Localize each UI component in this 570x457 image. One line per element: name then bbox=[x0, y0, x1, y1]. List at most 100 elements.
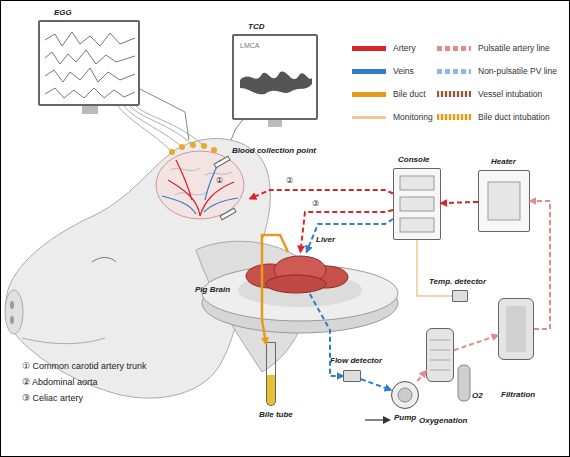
legend-label: Bile duct bbox=[393, 90, 426, 99]
heater-coil bbox=[488, 182, 520, 220]
flow-line bbox=[307, 219, 393, 252]
node-label: Filtration bbox=[501, 391, 535, 399]
flow-line bbox=[310, 294, 343, 376]
legend-label: Artery bbox=[393, 44, 416, 53]
egg-wave bbox=[45, 32, 135, 46]
bile-fill bbox=[267, 375, 275, 405]
heater-box: Heater bbox=[478, 170, 530, 232]
liver-organ: Liver bbox=[248, 252, 348, 294]
node-label: Heater bbox=[491, 158, 516, 166]
monitor-stand bbox=[268, 120, 282, 127]
pump-rotor bbox=[398, 388, 412, 402]
filter-core bbox=[506, 306, 526, 352]
callout-number: ① bbox=[216, 177, 223, 185]
key-entry: ① Common carotid artery trunk bbox=[22, 362, 147, 371]
flow-sensor: Flow detector bbox=[343, 370, 361, 382]
flow-arrow bbox=[365, 419, 383, 420]
console-body bbox=[393, 168, 441, 240]
brain-vein bbox=[162, 160, 238, 214]
legend-swatch bbox=[437, 91, 471, 97]
temp-sensor: Temp. detector bbox=[452, 290, 468, 302]
brain-sulci bbox=[170, 168, 232, 195]
electrode bbox=[211, 147, 217, 153]
console-box: Console bbox=[393, 168, 441, 240]
key-entry: ② Abdominal aorta bbox=[22, 378, 98, 387]
key-entry: ③ Celiac artery bbox=[22, 394, 83, 403]
legend-swatch bbox=[437, 69, 471, 74]
node-label: LMCA bbox=[240, 42, 259, 49]
eeg-wire bbox=[118, 106, 204, 152]
oxygenator-fibres bbox=[430, 340, 450, 370]
pig-nostril bbox=[10, 316, 14, 324]
node-label: Bile tube bbox=[259, 411, 293, 419]
monitor-stand bbox=[82, 106, 98, 114]
filter-body bbox=[498, 298, 534, 360]
legend-swatch bbox=[352, 46, 386, 51]
flow-line bbox=[250, 190, 393, 199]
brain bbox=[156, 151, 244, 219]
electrode bbox=[201, 143, 207, 149]
tcd-waveform bbox=[240, 71, 312, 94]
brain-region: Pig Brain bbox=[150, 140, 250, 300]
flow-line bbox=[530, 201, 550, 329]
flow-line bbox=[361, 379, 391, 390]
legend-label: Pulsatile artery line bbox=[478, 44, 550, 53]
callout-number: ③ bbox=[312, 200, 319, 208]
node-label: Liver bbox=[316, 236, 335, 244]
heater-body bbox=[478, 170, 530, 232]
pig-nostril bbox=[10, 301, 14, 309]
monitor-screen: TCDLMCA bbox=[232, 34, 318, 120]
egg-wave bbox=[45, 88, 135, 98]
callout-number: ② bbox=[286, 177, 293, 185]
liver-lobe bbox=[266, 275, 326, 293]
connectors bbox=[140, 89, 550, 390]
sensor-body bbox=[343, 370, 361, 382]
node-label: Temp. detector bbox=[429, 278, 486, 286]
legend-swatch bbox=[352, 92, 386, 97]
flow-line bbox=[454, 335, 498, 350]
annotation: Blood collection point bbox=[232, 147, 316, 155]
node-label: EGG bbox=[54, 9, 72, 17]
monitor-screen: EGG bbox=[38, 20, 140, 106]
oxygen-tank bbox=[458, 365, 470, 401]
legend-label: Vessel intubation bbox=[478, 90, 542, 99]
flow-line bbox=[417, 240, 452, 296]
legend-label: Veins bbox=[393, 67, 414, 76]
node-label: Pump bbox=[394, 414, 416, 422]
syringe bbox=[220, 208, 236, 219]
electrode bbox=[169, 149, 175, 155]
syringe bbox=[214, 156, 230, 167]
node-label: TCD bbox=[248, 23, 264, 31]
flow-arrow-head bbox=[383, 416, 391, 424]
part-label: O2 bbox=[472, 392, 483, 400]
flow-line bbox=[231, 120, 242, 140]
filter: Filtration bbox=[498, 298, 534, 360]
legend-swatch bbox=[437, 114, 471, 120]
egg-wave bbox=[45, 50, 135, 64]
brain-artery bbox=[168, 160, 234, 216]
flow-line bbox=[262, 235, 288, 344]
pig-mouth bbox=[22, 338, 105, 344]
bile-tube: Bile tube bbox=[266, 342, 276, 406]
legend-label: Monitoring bbox=[393, 113, 433, 122]
node-label: Console bbox=[398, 156, 430, 164]
oxygenator: Oxygenation bbox=[426, 328, 454, 382]
flow-line bbox=[417, 371, 426, 381]
node-label: Flow detector bbox=[330, 357, 382, 365]
node-label: Oxygenation bbox=[419, 417, 467, 425]
legend-label: Non-pulsatile PV line bbox=[478, 67, 557, 76]
node-label: Pig Brain bbox=[195, 286, 230, 294]
console-module bbox=[400, 197, 434, 211]
oxygenator-body bbox=[426, 328, 454, 382]
console-module bbox=[400, 176, 434, 190]
pump-body bbox=[391, 381, 419, 409]
flow-line bbox=[300, 210, 393, 252]
legend-label: Bile duct intubation bbox=[478, 113, 550, 122]
pump: Pump bbox=[391, 381, 419, 409]
egg-wave bbox=[45, 68, 135, 82]
flow-line bbox=[140, 89, 189, 140]
